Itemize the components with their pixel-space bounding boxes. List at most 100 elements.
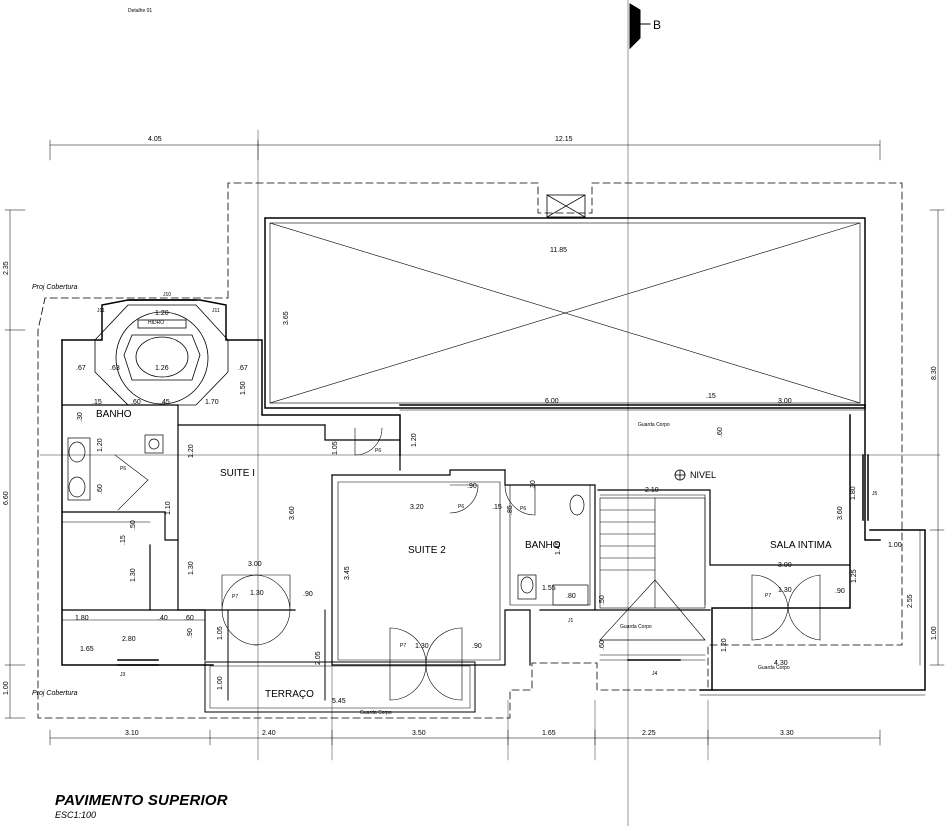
dim-label: 1.70 (205, 399, 219, 406)
dim-label: 3.65 (283, 311, 290, 325)
dim-label: 4.05 (148, 136, 162, 143)
dim-label: .15 (92, 399, 102, 406)
room-suite-1: SUITE I (220, 468, 255, 479)
dim-label: 1.05 (332, 441, 339, 455)
dim-label: 2.05 (315, 651, 322, 665)
dim-label: 6.60 (3, 491, 10, 505)
dim-label: 5.45 (332, 698, 346, 705)
dim-label: 1.65 (542, 730, 556, 737)
dim-label: 3.00 (248, 561, 262, 568)
dim-label: 11.85 (550, 247, 567, 254)
dim-label: 1.80 (75, 615, 89, 622)
dim-label: 1.50 (240, 381, 247, 395)
room-sala-intima: SALA INTIMA (770, 540, 832, 551)
dim-label: .90 (187, 628, 194, 638)
dim-label: 1.20 (155, 310, 169, 317)
dim-label: 1.30 (130, 568, 137, 582)
roof-projection-outline (37, 182, 903, 719)
dim-label: 1.26 (155, 365, 169, 372)
dim-label: 1.20 (721, 638, 728, 652)
dim-label: 1.20 (188, 444, 195, 458)
dim-label: 3.30 (780, 730, 794, 737)
bathroom-fixtures (67, 434, 589, 606)
dim-label: .60 (97, 484, 104, 494)
note-proj-cobertura-top: Proj Cobertura (32, 284, 78, 291)
dim-label: 1.30 (250, 590, 264, 597)
level-label: NIVEL (690, 470, 716, 480)
grid-axis-lines (39, 0, 941, 826)
dim-label: 1.00 (217, 676, 224, 690)
detail-ref: Detalhe 01 (128, 8, 152, 14)
dim-label: 1.20 (97, 438, 104, 452)
dim-label: 1.20 (411, 433, 418, 447)
dim-label: 2.40 (262, 730, 276, 737)
dim-label: 1.30 (188, 561, 195, 575)
label-j11-a: J11 (97, 308, 105, 314)
label-p6-a: P6 (375, 448, 381, 454)
note-proj-cobertura-bottom: Proj Cobertura (32, 690, 78, 697)
dim-label: .50 (130, 520, 137, 530)
label-j11-b: J11 (212, 308, 220, 314)
label-j1: J1 (568, 618, 574, 624)
label-j4: J4 (652, 671, 658, 677)
dim-label: .60 (184, 615, 194, 622)
drawing-title: PAVIMENTO SUPERIOR (55, 792, 228, 809)
dim-label: 2.25 (642, 730, 656, 737)
dim-label: .30 (530, 480, 537, 490)
dim-label: 3.45 (344, 566, 351, 580)
dim-label: 2.55 (907, 594, 914, 608)
drawing-title-block: PAVIMENTO SUPERIOR ESC1:100 (55, 792, 228, 821)
dim-label: .90 (467, 483, 477, 490)
dim-label: 1.55 (542, 585, 556, 592)
room-banho: BANHO (525, 540, 561, 551)
dim-label: 3.00 (778, 398, 792, 405)
dim-label: 1.00 (3, 681, 10, 695)
dim-label: 2.10 (645, 487, 659, 494)
note-guarda-corpo-3: Guarda Corpo (758, 665, 790, 671)
dim-label: .80 (566, 593, 576, 600)
room-banho-master: BANHO (96, 409, 132, 420)
dim-label: .85 (507, 505, 514, 515)
dim-label: .90 (835, 588, 845, 595)
exterior-walls (61, 217, 926, 696)
dim-label: 1.00 (888, 542, 902, 549)
dim-label: 3.20 (410, 504, 424, 511)
dim-label: 1.30 (415, 643, 429, 650)
note-guarda-corpo-2: Guarda Corpo (620, 624, 652, 630)
level-marker-icon (674, 469, 686, 481)
hot-tub (94, 304, 229, 406)
label-p7-a: P7 (232, 594, 238, 600)
dim-label: 4.30 (774, 660, 788, 667)
label-p7-b: P7 (400, 643, 406, 649)
dim-label: .50 (599, 595, 606, 605)
note-guarda-corpo-4: Guarda Corpo (360, 710, 392, 716)
dim-label: .60 (599, 640, 606, 650)
dim-label: 2.35 (3, 261, 10, 275)
dim-label: .30 (77, 412, 84, 422)
drawing-labels: Detalhe 01 B NIVEL SUITE I SUITE 2 BANHO… (32, 8, 878, 716)
dimension-lines (4, 139, 945, 746)
dim-label: .90 (303, 591, 313, 598)
note-hidro: HIDRO (148, 320, 164, 326)
drawing-scale: ESC1:100 (55, 810, 97, 820)
label-j3: J3 (120, 672, 126, 678)
dim-label: 3.00 (778, 562, 792, 569)
dim-label: .90 (472, 643, 482, 650)
dim-label: .15 (492, 504, 502, 511)
room-suite-2: SUITE 2 (408, 545, 446, 556)
dim-label: .60 (131, 399, 141, 406)
dim-label: .63 (110, 365, 120, 372)
dim-label: 1.25 (851, 569, 858, 583)
window-bars (117, 299, 869, 666)
staircase (599, 497, 706, 661)
dim-label: 3.50 (412, 730, 426, 737)
label-j5: J5 (872, 491, 878, 497)
label-p7-c: P7 (765, 593, 771, 599)
section-letter: B (653, 18, 661, 32)
room-terraco: TERRAÇO (265, 689, 314, 700)
dim-label: 1.45 (555, 541, 562, 555)
dim-label: 3.60 (837, 506, 844, 520)
note-guarda-corpo-1: Guarda Corpo (638, 422, 670, 428)
dim-label: .45 (160, 399, 170, 406)
